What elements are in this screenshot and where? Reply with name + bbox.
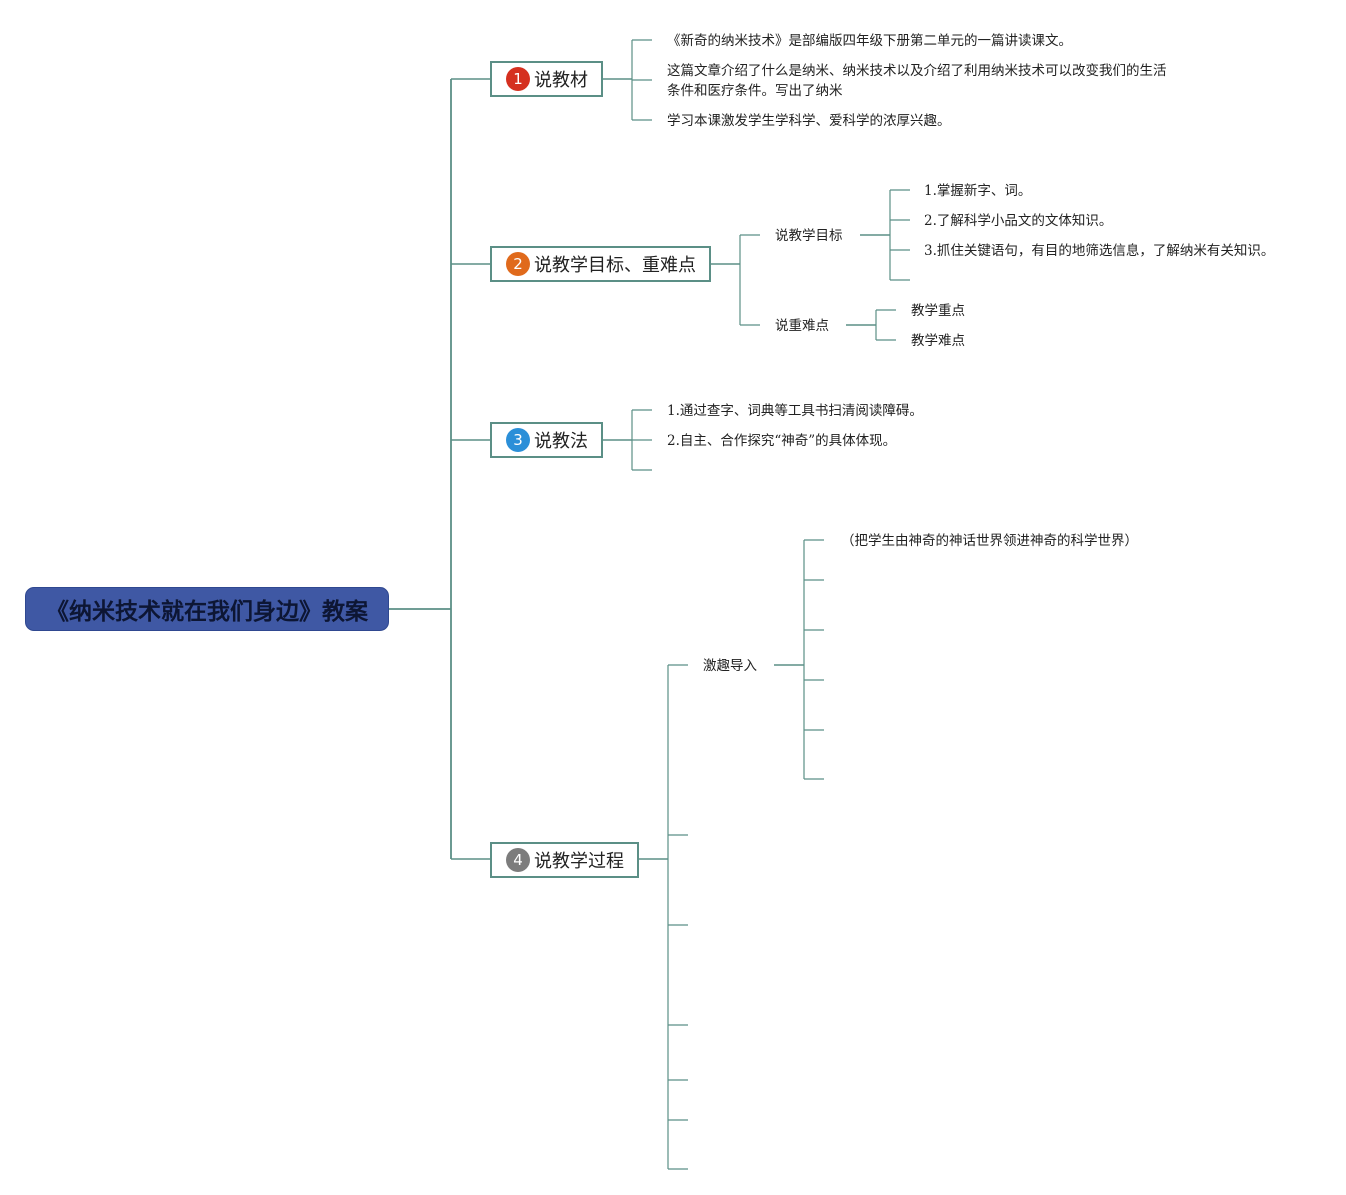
root-topic[interactable]: 《纳米技术就在我们身边》教案 xyxy=(25,587,389,631)
number-1-icon: 1 xyxy=(506,67,530,91)
number-4-icon: 4 xyxy=(506,848,530,872)
branch-teaching-method[interactable]: 3 说教法 xyxy=(490,422,603,458)
branch-teaching-material[interactable]: 1 说教材 xyxy=(490,61,603,97)
goal-item-1: 1.掌握新字、词。 xyxy=(924,183,1032,199)
key-point-item-2: 教学难点 xyxy=(911,333,965,349)
material-item-2: 这篇文章介绍了什么是纳米、纳米技术以及介绍了利用纳米技术可以改变我们的生活条件和… xyxy=(667,63,1167,99)
root-title: 《纳米技术就在我们身边》教案 xyxy=(46,599,368,625)
method-item-2: 2.自主、合作探究“神奇”的具体体现。 xyxy=(667,433,897,449)
branch-label: 说教法 xyxy=(534,431,588,452)
key-point-item-1: 教学重点 xyxy=(911,303,965,319)
branch-label: 说教学目标、重难点 xyxy=(534,255,696,276)
goal-item-3: 3.抓住关键语句，有目的地筛选信息，了解纳米有关知识。 xyxy=(924,243,1275,259)
intro-item-1: （把学生由神奇的神话世界领进神奇的科学世界） xyxy=(841,533,1138,549)
method-item-1: 1.通过查字、词典等工具书扫清阅读障碍。 xyxy=(667,403,923,419)
sub-topic-key-points[interactable]: 说重难点 xyxy=(775,318,829,334)
material-item-1: 《新奇的纳米技术》是部编版四年级下册第二单元的一篇讲读课文。 xyxy=(667,33,1072,49)
goal-item-2: 2.了解科学小品文的文体知识。 xyxy=(924,213,1113,229)
sub-topic-interest-intro[interactable]: 激趣导入 xyxy=(703,658,757,674)
number-2-icon: 2 xyxy=(506,252,530,276)
sub-topic-teaching-goals[interactable]: 说教学目标 xyxy=(775,228,843,244)
branch-label: 说教学过程 xyxy=(534,851,624,872)
material-item-3: 学习本课激发学生学科学、爱科学的浓厚兴趣。 xyxy=(667,113,951,129)
branch-teaching-process[interactable]: 4 说教学过程 xyxy=(490,842,639,878)
number-3-icon: 3 xyxy=(506,428,530,452)
branch-objectives[interactable]: 2 说教学目标、重难点 xyxy=(490,246,711,282)
branch-label: 说教材 xyxy=(534,70,588,91)
